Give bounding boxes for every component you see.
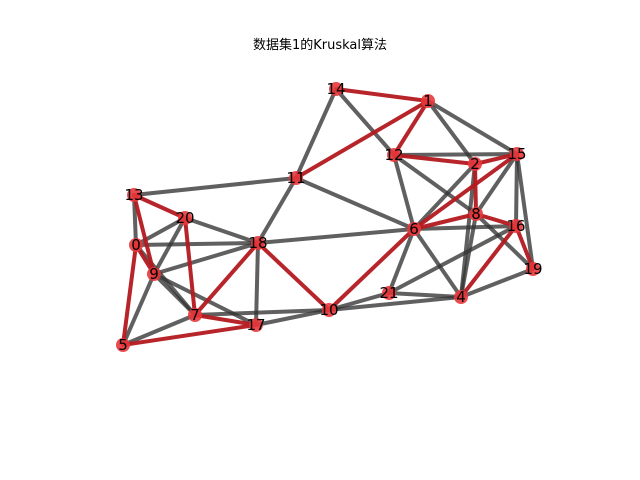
mst-edge xyxy=(514,224,535,271)
graph-node xyxy=(322,303,336,317)
graph-node xyxy=(454,290,468,304)
graph-edge xyxy=(193,308,331,317)
mst-edge xyxy=(334,87,430,103)
graph-edge xyxy=(334,87,396,157)
graph-edge xyxy=(474,152,519,216)
node-label: 8 xyxy=(471,205,481,223)
graph-node xyxy=(289,171,303,185)
mst-edge xyxy=(193,241,260,317)
node-label: 12 xyxy=(384,146,403,164)
graph-edge xyxy=(412,162,477,231)
graph-node xyxy=(249,318,263,332)
node-label: 19 xyxy=(523,260,542,278)
graph-edge xyxy=(132,176,298,197)
node-label: 7 xyxy=(190,306,200,324)
graph-node xyxy=(469,207,483,221)
mst-edge xyxy=(193,313,258,327)
node-label: 4 xyxy=(456,288,466,306)
graph-edge xyxy=(294,87,338,180)
graph-edge xyxy=(412,224,518,231)
mst-edge xyxy=(256,241,331,312)
mst-edge xyxy=(132,193,187,220)
graph-edge xyxy=(327,291,391,312)
graph-node xyxy=(188,308,202,322)
mst-edge xyxy=(121,243,138,347)
mst-edge xyxy=(412,152,519,231)
mst-edge xyxy=(412,212,478,231)
mst-edge xyxy=(473,152,519,166)
node-label: 13 xyxy=(124,186,143,204)
graph-node xyxy=(147,267,161,281)
graph-edge xyxy=(152,272,197,317)
graph-node xyxy=(407,222,421,236)
mst-edge xyxy=(132,193,156,276)
graph-title: 数据集1的Kruskal算法 xyxy=(252,38,388,53)
graph-edge xyxy=(134,241,260,247)
node-label: 10 xyxy=(319,301,338,319)
graph-edge xyxy=(294,176,416,231)
node-label: 17 xyxy=(246,316,265,334)
mst-edge xyxy=(183,216,197,317)
graph-edge xyxy=(387,227,416,295)
graph-edge xyxy=(392,152,519,157)
graph-node xyxy=(421,94,435,108)
mst-edge xyxy=(294,99,430,180)
mst-edge xyxy=(392,153,477,166)
graph-node xyxy=(129,238,143,252)
mst-edge xyxy=(459,224,518,299)
graph-node xyxy=(251,236,265,250)
graph-edge xyxy=(426,99,519,156)
mst-edge xyxy=(121,323,258,347)
edges-group xyxy=(121,87,535,347)
node-label: 2 xyxy=(470,155,480,173)
graph-node xyxy=(178,211,192,225)
node-label: 5 xyxy=(118,336,128,354)
node-label: 1 xyxy=(423,92,433,110)
node-label: 21 xyxy=(379,284,398,302)
graph-edge xyxy=(515,152,535,271)
graph-node xyxy=(509,219,523,233)
graph-edge xyxy=(412,227,463,299)
graph-edge xyxy=(327,295,463,312)
graph-edge xyxy=(256,176,298,245)
mst-edge xyxy=(473,162,478,216)
node-label: 16 xyxy=(506,217,525,235)
node-label: 0 xyxy=(131,236,141,254)
graph-edge xyxy=(459,267,535,299)
graph-node xyxy=(468,157,482,171)
graph-node xyxy=(116,338,130,352)
graph-node xyxy=(382,286,396,300)
mst-edge xyxy=(392,99,430,157)
graph-node xyxy=(387,148,401,162)
graph-edge xyxy=(121,313,197,347)
graph-edge xyxy=(183,216,260,245)
graph-edge xyxy=(392,153,416,231)
graph-edge xyxy=(387,224,518,295)
node-label: 6 xyxy=(409,220,419,238)
node-label: 11 xyxy=(286,169,305,187)
node-label: 14 xyxy=(326,80,345,98)
graph-node xyxy=(127,188,141,202)
graph-edge xyxy=(152,241,260,276)
graph-edge xyxy=(121,272,156,347)
node-label: 15 xyxy=(507,145,526,163)
graph-edge xyxy=(152,272,258,327)
mst-edge xyxy=(327,227,416,312)
node-label: 18 xyxy=(248,234,267,252)
graph-node xyxy=(329,82,343,96)
graph-edge xyxy=(256,227,416,245)
node-label: 20 xyxy=(175,209,194,227)
graph-edge xyxy=(392,153,478,216)
node-label: 9 xyxy=(149,265,159,283)
graph-node xyxy=(510,147,524,161)
graph-node xyxy=(526,262,540,276)
graph-edge xyxy=(254,308,331,327)
